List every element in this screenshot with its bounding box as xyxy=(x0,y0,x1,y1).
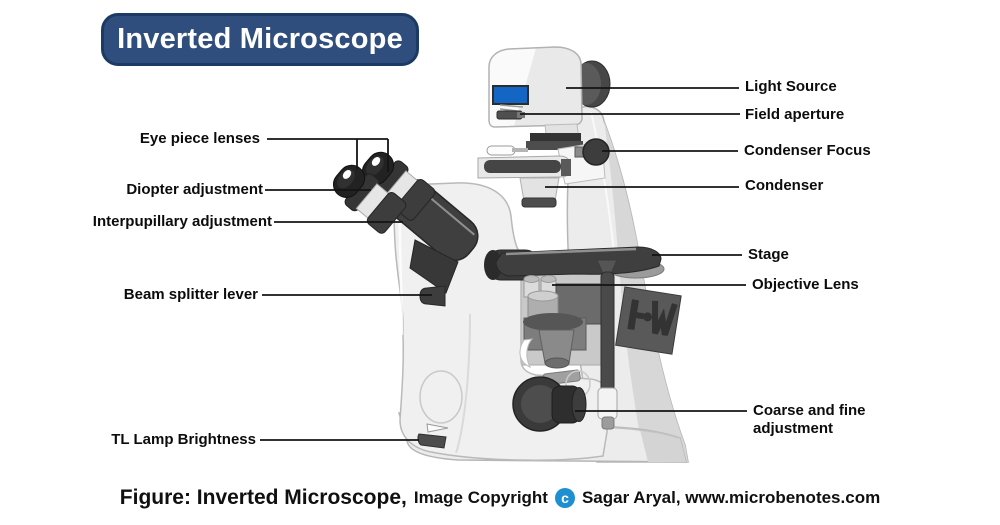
title-badge: Inverted Microscope xyxy=(101,13,419,66)
leader-lines xyxy=(260,87,747,441)
label-stage: Stage xyxy=(748,246,789,263)
caption-author-site: Sagar Aryal, www.microbenotes.com xyxy=(581,488,881,507)
label-condenser-focus: Condenser Focus xyxy=(744,142,871,159)
body-oval-detail xyxy=(419,370,463,424)
eyepiece-front xyxy=(332,164,407,234)
condenser-focus-knob xyxy=(582,138,610,166)
label-condenser: Condenser xyxy=(745,177,824,194)
beam-splitter-knob xyxy=(419,285,446,307)
label-field-aperture: Field aperture xyxy=(745,106,845,123)
stage-plate xyxy=(484,246,665,281)
label-light-source: Light Source xyxy=(745,78,837,95)
label-diopter-adjustment: Diopter adjustment xyxy=(126,181,263,198)
label-beam-splitter-lever: Beam splitter lever xyxy=(123,286,258,303)
label-coarse-and-fine-adjustment: Coarse and fine adjustment xyxy=(753,402,866,437)
tl-lamp-knob xyxy=(417,423,449,449)
leader-eye-piece-lenses xyxy=(267,138,389,172)
label-objective-lens: Objective Lens xyxy=(752,276,859,293)
label-eye-piece-lenses: Eye piece lenses xyxy=(139,130,260,147)
light-source-housing xyxy=(488,46,611,150)
figure-caption: Figure: Inverted Microscope, Image Copyr… xyxy=(0,486,1000,510)
binocular-head xyxy=(332,151,479,294)
focus-knobs xyxy=(512,376,587,432)
objective-assembly xyxy=(519,275,609,386)
label-tl-lamp-brightness: TL Lamp Brightness xyxy=(111,431,256,448)
caption-copyright-text: Image Copyright xyxy=(413,488,548,507)
logo-panel xyxy=(615,286,682,355)
condenser-assembly xyxy=(477,138,610,208)
lamp-screen xyxy=(492,85,529,105)
copyright-icon: c xyxy=(554,488,575,508)
label-interpupillary-adjustment: Interpupillary adjustment xyxy=(92,213,272,230)
caption-figure-title: Figure: Inverted Microscope, xyxy=(119,486,407,509)
